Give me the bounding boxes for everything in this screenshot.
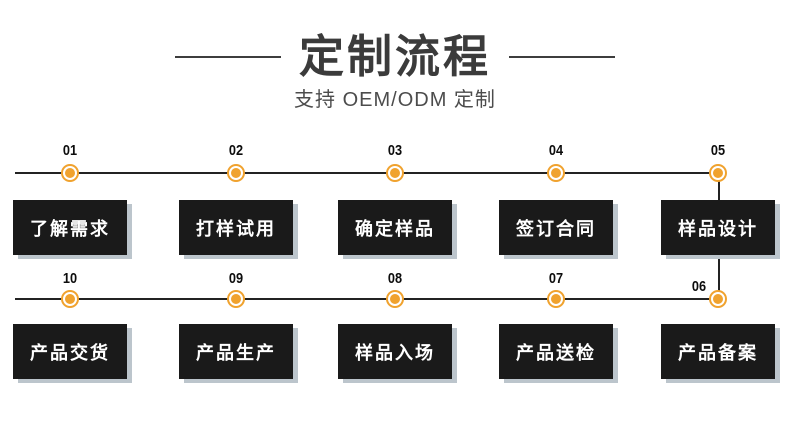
step-number: 09 — [228, 270, 244, 287]
step-number: 07 — [548, 270, 564, 287]
step-card: 确定样品 — [338, 200, 452, 255]
step-number: 04 — [548, 142, 564, 159]
timeline-node-dot — [549, 166, 563, 180]
step-number: 05 — [710, 142, 726, 159]
step-card: 签订合同 — [499, 200, 613, 255]
step-card: 产品交货 — [13, 324, 127, 379]
flow-step-08: 08 样品入场 — [338, 270, 452, 380]
timeline-node-dot — [63, 166, 77, 180]
timeline-line-row2 — [15, 298, 720, 300]
flow-step-10: 10 产品交货 — [13, 270, 127, 380]
timeline-line-row1 — [15, 172, 718, 174]
flow-step-03: 03 确定样品 — [338, 142, 452, 256]
flow-step-04: 04 签订合同 — [499, 142, 613, 256]
title-decor-line-left — [174, 56, 281, 58]
timeline-node-dot — [63, 292, 77, 306]
step-label: 样品入场 — [355, 342, 435, 363]
step-label: 了解需求 — [30, 218, 110, 239]
step-number: 06 — [691, 278, 707, 295]
step-label: 产品送检 — [516, 342, 596, 363]
step-card: 样品设计 — [661, 200, 775, 255]
timeline-node-dot — [229, 166, 243, 180]
flow-step-07: 07 产品送检 — [499, 270, 613, 380]
step-card: 产品送检 — [499, 324, 613, 379]
step-card: 打样试用 — [179, 200, 293, 255]
step-card: 样品入场 — [338, 324, 452, 379]
timeline-node-dot — [388, 166, 402, 180]
step-label: 样品设计 — [678, 218, 758, 239]
flow-step-09: 09 产品生产 — [179, 270, 293, 380]
step-label: 产品交货 — [30, 342, 110, 363]
flow-step-02: 02 打样试用 — [179, 142, 293, 256]
timeline-node-dot — [388, 292, 402, 306]
timeline-node-dot — [711, 166, 725, 180]
step-card: 产品备案 — [661, 324, 775, 379]
step-number: 01 — [62, 142, 78, 159]
flow-step-05: 05 样品设计 — [661, 142, 775, 256]
step-number: 03 — [387, 142, 403, 159]
flow-step-06: 06 产品备案 — [661, 270, 775, 380]
step-label: 产品备案 — [678, 342, 758, 363]
timeline-node-dot — [711, 292, 725, 306]
step-label: 确定样品 — [355, 218, 435, 239]
step-card: 了解需求 — [13, 200, 127, 255]
flow-step-01: 01 了解需求 — [13, 142, 127, 256]
title-decor-line-right — [509, 56, 615, 58]
page-subtitle: 支持 OEM/ODM 定制 — [294, 89, 496, 111]
step-number: 02 — [228, 142, 244, 159]
timeline-node-dot — [549, 292, 563, 306]
step-label: 打样试用 — [196, 218, 276, 239]
page-title: 定制流程 — [298, 31, 491, 82]
step-number: 10 — [62, 270, 78, 287]
timeline-node-dot — [229, 292, 243, 306]
step-label: 产品生产 — [196, 342, 276, 363]
step-label: 签订合同 — [516, 218, 596, 239]
step-card: 产品生产 — [179, 324, 293, 379]
header: 定制流程 — [0, 32, 790, 82]
step-number: 08 — [387, 270, 403, 287]
